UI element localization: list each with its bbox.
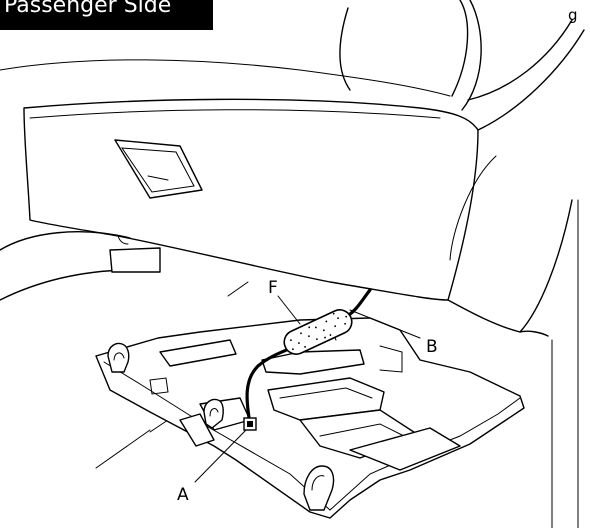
leader-b: [349, 309, 421, 339]
header-tag: Passenger Side: [0, 0, 213, 30]
callout-b-label: B: [426, 337, 438, 357]
mat-hook-right: [303, 465, 335, 511]
mat-hook-left: [107, 342, 130, 373]
glovebox-panel: [23, 98, 479, 301]
callout-f-label: F: [268, 278, 278, 298]
corner-text: g: [568, 6, 578, 24]
sensor-f: [283, 309, 353, 355]
callout-a-label: A: [177, 485, 189, 505]
glovebox-handle: [114, 139, 203, 199]
mat-clip-front: [203, 398, 224, 429]
leader-f: [277, 295, 301, 325]
leader-a: [194, 429, 247, 483]
header-tag-text: Passenger Side: [4, 0, 172, 18]
connector-a: [243, 417, 257, 431]
